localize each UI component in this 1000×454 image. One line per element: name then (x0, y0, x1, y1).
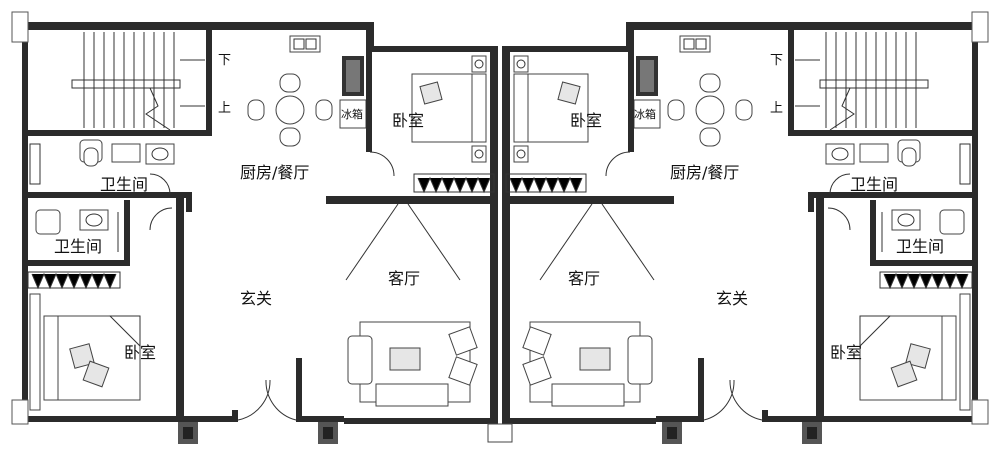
bedroom-label-left: 卧室 (124, 343, 156, 362)
kitchen-dining-label-right: 厨房/餐厅 (670, 163, 739, 182)
entry-step (487, 423, 513, 443)
bathroom-label-lower-right: 卫生间 (896, 237, 944, 256)
stair-down-label-right: 下 (770, 53, 783, 68)
stair-down-label-left: 下 (218, 53, 231, 68)
stair-up-label-right: 上 (770, 101, 783, 116)
foyer-label-left: 玄关 (240, 289, 272, 308)
living-room-label-right: 客厅 (568, 269, 600, 288)
left-unit (11, 11, 499, 445)
bedroom-label-right: 卧室 (830, 343, 862, 362)
bathroom-label-lower-left: 卫生间 (54, 237, 102, 256)
bathroom-label-upper-right: 卫生间 (850, 175, 898, 194)
bedroom-label-top-right: 卧室 (570, 111, 602, 130)
right-unit (501, 11, 989, 445)
foyer-label-right: 玄关 (716, 289, 748, 308)
fridge-label-left: 冰箱 (341, 107, 363, 121)
stair-up-label-left: 上 (218, 101, 231, 116)
kitchen-dining-label-left: 厨房/餐厅 (240, 163, 309, 182)
bathroom-label-upper-left: 卫生间 (100, 175, 148, 194)
living-room-label-left: 客厅 (388, 269, 420, 288)
bedroom-label-top-left: 卧室 (392, 111, 424, 130)
fridge-label-right: 冰箱 (634, 107, 656, 121)
